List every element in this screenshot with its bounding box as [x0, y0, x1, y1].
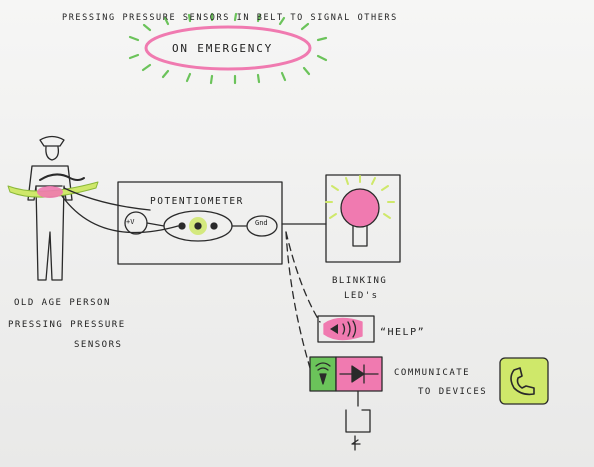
gnd-terminal	[246, 215, 278, 237]
person-figure-icon	[7, 135, 99, 281]
emergency-badge	[128, 12, 328, 85]
to-devices-label: TO DEVICES	[418, 387, 488, 397]
emergency-rays	[128, 12, 328, 85]
plus-v-label: +V	[126, 218, 135, 226]
diagram-title: PRESSING PRESSURE SENSORS IN BELT TO SIG…	[62, 13, 398, 23]
speaker-icon	[323, 317, 363, 341]
antenna-icon	[345, 390, 371, 451]
communicate-label: COMMUNICATE	[394, 368, 471, 378]
emergency-label: ON EMERGENCY	[172, 42, 274, 55]
sensors-label: SENSORS	[74, 340, 123, 350]
potentiometer-box	[117, 181, 283, 265]
wire-person-pot-2	[61, 195, 179, 234]
signal-dashed-lines	[285, 231, 321, 369]
blinking-label: BLINKING	[332, 276, 388, 286]
pressing-pressure-label: PRESSING PRESSURE	[8, 320, 126, 330]
speaker-box	[317, 315, 375, 343]
led-bulb-icon	[325, 175, 395, 247]
phone-icon	[499, 357, 549, 405]
led-box	[325, 174, 401, 263]
gnd-label: Gnd	[255, 219, 268, 227]
help-label: “HELP”	[380, 327, 426, 338]
transmitter-icon	[315, 362, 331, 385]
old-age-person-label: OLD AGE PERSON	[14, 298, 111, 308]
wire-person-pot	[63, 187, 151, 211]
diode-icon	[339, 364, 379, 384]
potentiometer-label: POTENTIOMETER	[150, 196, 244, 207]
leds-label: LED's	[344, 291, 379, 301]
